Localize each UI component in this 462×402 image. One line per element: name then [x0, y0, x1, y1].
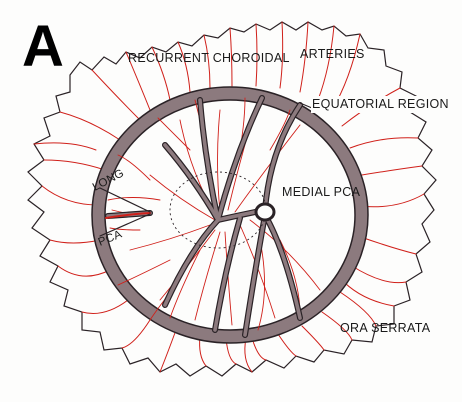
label-arteries: ARTERIES — [300, 47, 365, 61]
panel-letter-a: A — [22, 14, 64, 79]
label-equatorial-region: EQUATORIAL REGION — [312, 97, 449, 111]
medial-pca-entry — [256, 204, 274, 220]
label-medial-pca: MEDIAL PCA — [282, 185, 361, 199]
label-recurrent-choroidal: RECURRENT CHOROIDAL — [128, 51, 290, 65]
label-ora-serrata: ORA SERRATA — [340, 321, 431, 335]
